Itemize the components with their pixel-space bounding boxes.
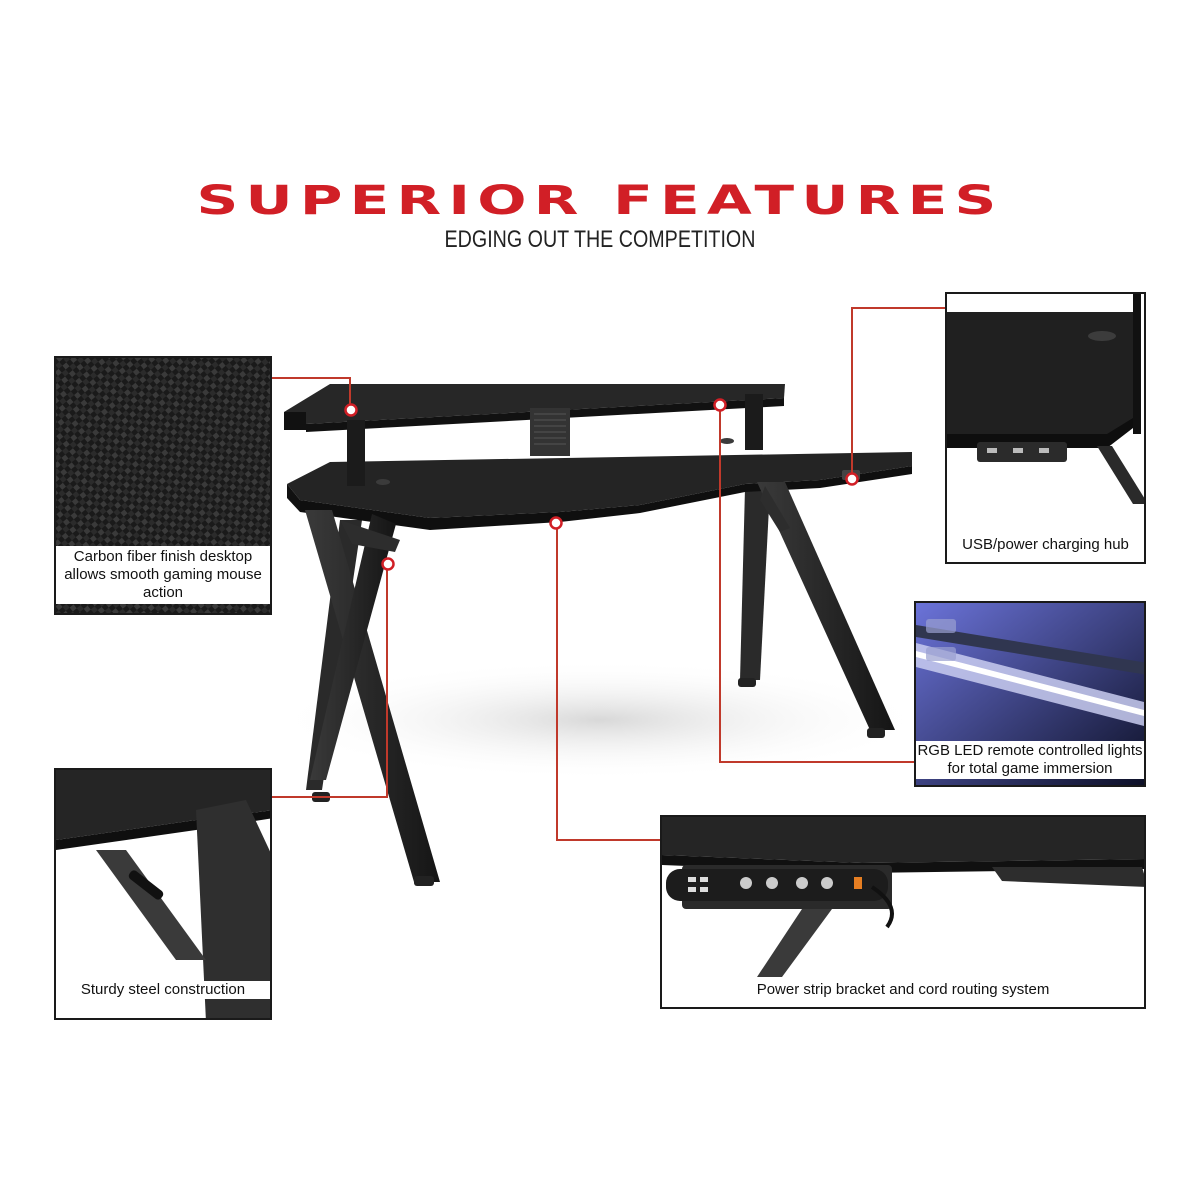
- rgb-led-panel: RGB LED remote controlled lights for tot…: [914, 601, 1146, 787]
- floor-shadow: [270, 660, 930, 780]
- front-left-leg-a: [305, 510, 440, 882]
- usb-caption: USB/power charging hub: [947, 536, 1144, 554]
- steel-leg: [196, 800, 270, 1018]
- usb-hub-photo: [947, 294, 1144, 562]
- front-right-leg: [757, 482, 895, 730]
- desktop-surface: [287, 452, 912, 518]
- leader-lines: [272, 307, 945, 841]
- shelf-support-left: [347, 420, 365, 486]
- rgb-caption: RGB LED remote controlled lights for tot…: [916, 741, 1144, 779]
- steel-panel: Sturdy steel construction: [54, 768, 272, 1020]
- dot-steel: [381, 557, 395, 571]
- dot-rgb: [713, 398, 727, 412]
- dot-power: [549, 516, 563, 530]
- power-caption: Power strip bracket and cord routing sys…: [662, 981, 1144, 999]
- leader-carbon: [272, 377, 351, 405]
- leader-dots: [344, 398, 859, 571]
- usb-hub-panel: USB/power charging hub: [945, 292, 1146, 564]
- leader-usb: [851, 307, 945, 478]
- power-strip-panel: Power strip bracket and cord routing sys…: [660, 815, 1146, 1009]
- leader-power: [556, 525, 660, 841]
- carbon-caption: Carbon fiber finish desktop allows smoot…: [56, 546, 270, 604]
- page-subtitle: EDGING OUT THE COMPETITION: [444, 226, 756, 253]
- monitor-shelf: [284, 384, 785, 424]
- dot-usb: [845, 472, 859, 486]
- leader-rgb: [719, 405, 914, 763]
- steel-caption: Sturdy steel construction: [56, 981, 270, 999]
- power-strip-photo: [662, 817, 1144, 1007]
- carbon-fiber-panel: Carbon fiber finish desktop allows smoot…: [54, 356, 272, 615]
- back-right-leg: [740, 488, 770, 680]
- dot-carbon: [344, 403, 358, 417]
- shelf-support-right: [745, 394, 763, 450]
- steel-photo: [56, 770, 270, 1018]
- page-title: SUPERIOR FEATURES: [196, 178, 1004, 224]
- front-left-leg-b: [310, 514, 396, 780]
- leader-steel: [272, 565, 388, 798]
